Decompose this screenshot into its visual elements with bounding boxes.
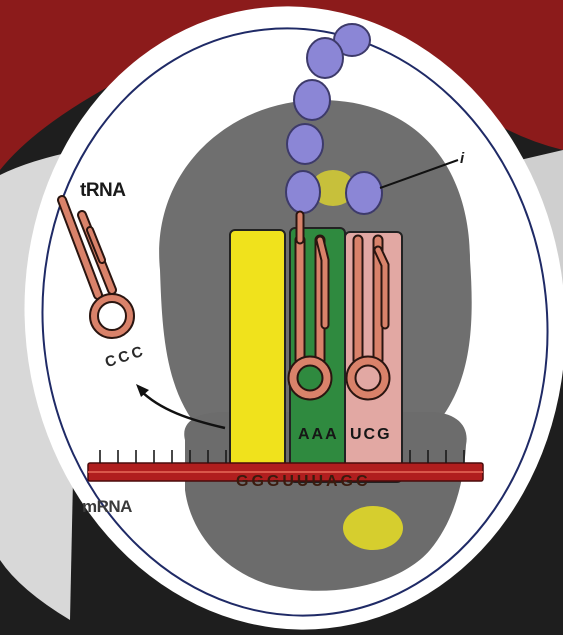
e-site (230, 230, 285, 480)
pointer-label: i (460, 150, 464, 167)
mrna-codon-sequence: GGGUUUAGC (236, 473, 371, 491)
amino-acid (286, 171, 320, 213)
p-site-anticodon: AAA (298, 426, 339, 444)
mrna-label: mRNA (82, 497, 132, 517)
amino-acid (294, 80, 330, 120)
a-site-anticodon: UCG (350, 426, 392, 444)
small-subunit-glow (343, 506, 403, 550)
trna-label: tRNA (80, 180, 126, 202)
amino-acid (307, 38, 343, 78)
amino-acid (287, 124, 323, 164)
incoming-amino-acid (346, 172, 382, 214)
